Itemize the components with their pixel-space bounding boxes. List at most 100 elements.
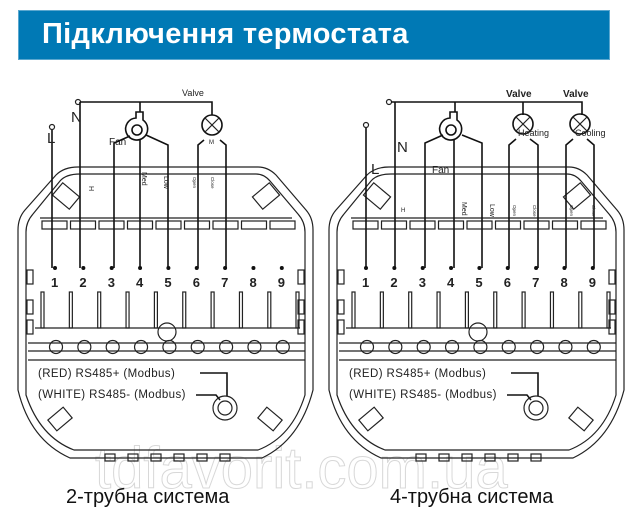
l-terminal-dot — [362, 121, 370, 129]
housing-inner — [25, 173, 306, 451]
thermostat-housing — [328, 166, 625, 462]
terminal-screw-post — [436, 291, 441, 329]
bottom-tab — [507, 453, 519, 462]
terminal-number-8: 8 — [560, 275, 567, 290]
wire-label-low: Low — [488, 204, 495, 218]
terminal-slot — [183, 220, 211, 230]
corner-clip — [251, 181, 281, 211]
bottom-tab — [461, 453, 473, 462]
side-latch — [337, 299, 345, 315]
heating-valve-label: Valve — [506, 89, 532, 100]
screw-hole — [133, 339, 149, 355]
corner-clip — [562, 181, 592, 211]
terminal-number-7: 7 — [221, 275, 228, 290]
wire-label-open-heat: Open — [512, 205, 517, 217]
side-latch — [26, 299, 34, 315]
terminal-screw-post — [464, 291, 469, 329]
corner-clip — [362, 181, 392, 211]
wire-label-low: Low — [162, 176, 169, 190]
fan-wires — [424, 134, 483, 268]
fan-icon — [124, 111, 149, 141]
wire-end-dot — [53, 266, 57, 270]
n-terminal-dot — [385, 98, 393, 106]
terminal-number-5: 5 — [475, 275, 482, 290]
screw-hole — [529, 339, 545, 355]
valve-label: Valve — [182, 88, 204, 98]
terminal-slot — [523, 220, 550, 230]
cooling-label: Cooling — [575, 128, 606, 138]
wire-label-h: H — [401, 208, 405, 214]
terminal-number-8: 8 — [249, 275, 256, 290]
screw-hole — [416, 339, 431, 355]
terminal-screw-post — [379, 291, 384, 329]
modbus-connector-inner — [528, 400, 544, 416]
side-latch — [26, 319, 34, 335]
screw-hole — [77, 339, 92, 355]
terminal-screw-post — [210, 291, 215, 329]
l-label: L — [371, 161, 379, 178]
wire-end-dot — [81, 266, 86, 270]
bottom-clip — [46, 406, 74, 432]
wire-end-dot — [477, 266, 482, 270]
terminal-number-3: 3 — [108, 275, 115, 290]
fan-label: Fan — [109, 137, 126, 148]
screw-hole — [48, 339, 64, 355]
terminal-screw-post — [408, 291, 413, 329]
terminal-slot — [409, 220, 436, 230]
bottom-clip — [567, 406, 595, 432]
screw-hole — [275, 339, 290, 355]
bottom-tab — [219, 453, 231, 462]
terminal-number-6: 6 — [193, 275, 200, 290]
terminal-slot — [551, 220, 579, 230]
terminal-number-4: 4 — [447, 275, 455, 290]
screw-hole — [444, 339, 460, 355]
fan-icon — [438, 111, 463, 141]
terminal-number-7: 7 — [532, 275, 539, 290]
side-latch — [337, 319, 345, 335]
terminal-screw-post — [40, 291, 45, 329]
screw-hole — [190, 339, 205, 355]
wire-end-dot — [534, 266, 539, 270]
terminal-screw-post — [549, 291, 555, 329]
neutral-bus-wire — [80, 101, 213, 115]
wire-end-dot — [251, 266, 256, 270]
bottom-tab — [150, 453, 162, 462]
wire-end-dot — [420, 266, 425, 270]
wire-label-close-cool: Close — [591, 205, 596, 217]
terminal-number-5: 5 — [164, 275, 171, 290]
wire-label-open-cool: Open — [569, 205, 574, 217]
center-hole — [468, 322, 488, 342]
l-label: L — [47, 130, 55, 147]
terminal-number-9: 9 — [278, 275, 285, 290]
terminal-screw-post — [493, 291, 498, 329]
side-latch — [297, 319, 305, 335]
housing-outline — [17, 166, 314, 459]
valve-wires — [197, 139, 227, 268]
diagram-4-pipe: N L Fan Valve Valve Heating Cooling H Me… — [328, 89, 625, 508]
wire-end-dot — [109, 266, 114, 270]
screw-hole — [247, 339, 262, 355]
fan-wires — [113, 134, 169, 268]
side-latch — [608, 299, 616, 315]
bottom-tab — [530, 453, 542, 462]
terminal-slot — [269, 220, 296, 230]
side-latch — [26, 269, 34, 285]
screw-hole — [501, 339, 516, 355]
bottom-tab — [173, 453, 185, 462]
center-hole — [157, 322, 177, 342]
wire-label-med: Med — [140, 172, 147, 186]
terminal-number-6: 6 — [504, 275, 511, 290]
l-terminal-dot — [48, 123, 56, 131]
side-latch — [608, 269, 616, 285]
terminal-number-2: 2 — [79, 275, 86, 290]
neutral-bus-wire — [391, 101, 583, 115]
terminal-screw-post — [153, 291, 158, 329]
corner-clip — [51, 181, 81, 211]
screw-hole — [558, 339, 573, 355]
fan-label: Fan — [432, 165, 449, 176]
wire-label-open: Open — [192, 177, 197, 189]
terminal-slot — [466, 220, 493, 230]
heating-valve-icon — [512, 113, 534, 135]
side-latch — [297, 269, 305, 285]
terminal-screw-post — [125, 291, 130, 329]
